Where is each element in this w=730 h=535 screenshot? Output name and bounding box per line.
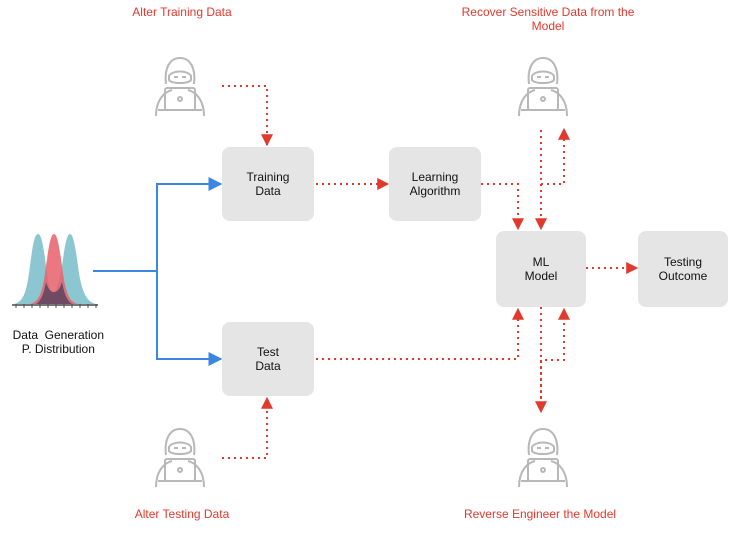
threat-label-line: Alter Testing: [134, 507, 201, 521]
threat-label-line: Alter Training: [132, 5, 203, 19]
threat-label-line: the Model: [563, 507, 617, 521]
attack-flow-lines: [222, 85, 639, 459]
distribution-ticks: [15, 304, 97, 308]
node-test-data: Test Data: [222, 322, 314, 396]
hacker-icon: [155, 428, 205, 488]
threat-label-line: Data: [203, 507, 230, 521]
node-label-line: Data: [255, 359, 281, 373]
hacker-icon: [518, 57, 568, 117]
node-label-line: Test: [256, 345, 279, 359]
node-label-line: Algorithm: [409, 184, 461, 198]
distribution-overlap: [36, 282, 72, 304]
arrow-reverse-up-to-model: [540, 307, 570, 410]
arrow-alter-testing-to-test-data: [222, 396, 273, 459]
arrow-model-up-to-recover: [541, 127, 570, 185]
distribution-curve-left: [14, 234, 62, 304]
node-label-line: Learning: [411, 170, 459, 184]
threat-label-line: Reverse Engineer: [463, 507, 560, 521]
distribution-chart: [12, 234, 98, 308]
node-testing-outcome: Testing Outcome: [638, 231, 728, 307]
threat-label-line: Data: [206, 5, 232, 19]
node-learning-algorithm: Learning Algorithm: [389, 147, 481, 221]
node-label-line: Testing: [663, 255, 703, 269]
distribution-curve-middle: [30, 234, 78, 304]
data-flow-lines: [93, 177, 223, 366]
node-training-data: Training Data: [222, 147, 314, 221]
node-label-line: Model: [524, 269, 558, 283]
threat-label-line: from the Model: [531, 5, 635, 33]
arrow-test-to-model: [316, 307, 524, 360]
hacker-icon: [155, 57, 205, 117]
node-ml-model: ML Model: [496, 231, 586, 307]
flow-to-training-data: [156, 177, 223, 271]
distribution-label: Data Generation P. Distribution: [0, 314, 110, 356]
arrow-alter-training-to-training-data: [222, 85, 273, 147]
threat-label-alter-training: Alter Training Data: [92, 5, 272, 19]
arrow-learning-to-model: [481, 183, 524, 231]
distribution-curve-right: [42, 234, 96, 304]
threat-label-alter-testing: Alter Testing Data: [92, 507, 272, 521]
threat-label-line: Recover Sensitive Data: [461, 5, 588, 19]
threat-label-recover-sensitive: Recover Sensitive Data from the Model: [458, 5, 638, 33]
node-label-line: Data: [255, 184, 281, 198]
distribution-label-line: P. Distribution: [21, 342, 95, 356]
node-label-line: Outcome: [658, 269, 708, 283]
hacker-icon: [518, 428, 568, 488]
distribution-label-line: Data Generation: [12, 328, 105, 342]
node-label-line: Training: [246, 170, 290, 184]
threat-label-reverse-engineer: Reverse Engineer the Model: [450, 507, 630, 521]
flow-to-test-data: [156, 271, 223, 366]
node-label-line: ML: [532, 255, 550, 269]
